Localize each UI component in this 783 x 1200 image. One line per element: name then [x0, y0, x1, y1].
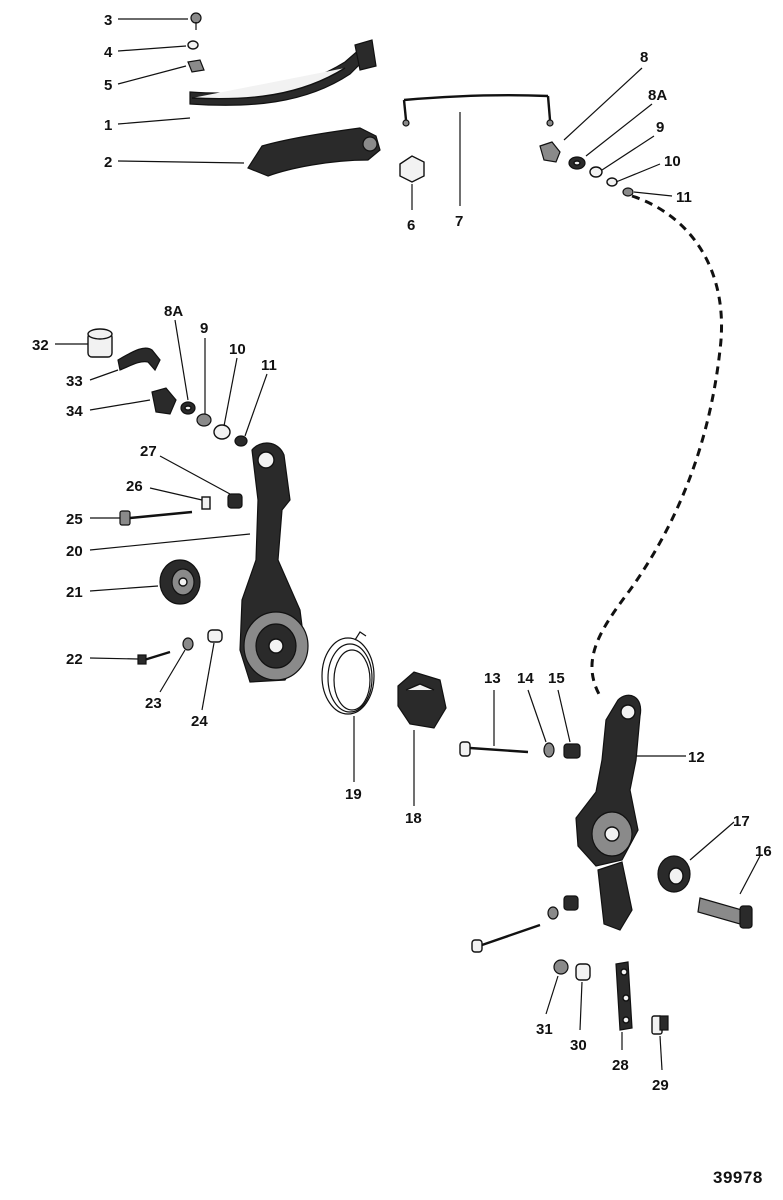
callout-labels: 3 4 5 1 2 6 7 8 8A 9 10 11 32 33 34 8A 9…: [32, 12, 772, 1094]
ball-joint-part: [539, 141, 561, 163]
spacer-part: [399, 155, 425, 183]
bolt-lower-part: [471, 923, 541, 953]
callout-21: 21: [66, 584, 83, 601]
callout-19: 19: [345, 786, 362, 803]
figure-number: 39978: [713, 1168, 763, 1187]
callout-16: 16: [755, 843, 772, 860]
callout-11-left: 11: [261, 357, 277, 374]
callout-24: 24: [191, 713, 208, 730]
callout-17: 17: [733, 813, 750, 830]
callout-11: 11: [676, 189, 692, 206]
callout-13: 13: [484, 670, 501, 687]
sleeve-24-part: [207, 629, 223, 643]
callout-31: 31: [536, 1021, 553, 1038]
callout-8: 8: [640, 49, 648, 66]
callout-10: 10: [664, 153, 681, 170]
washer-8a-left: [180, 401, 196, 415]
callout-23: 23: [145, 695, 162, 712]
callout-3: 3: [104, 12, 112, 29]
cap-32-part: [87, 328, 113, 358]
nut-14-part: [543, 742, 555, 758]
nut-10-part: [606, 177, 618, 187]
bushing-27-part: [227, 493, 243, 509]
nut-11-part: [622, 187, 634, 197]
washer-8a-part: [568, 156, 586, 170]
callout-2: 2: [104, 154, 112, 171]
lever-12-part: [575, 694, 642, 931]
nut-10-left: [213, 424, 231, 440]
lever-arm-20-part: [239, 442, 309, 683]
callout-25: 25: [66, 511, 83, 528]
callout-4: 4: [104, 44, 113, 61]
spring-19-part: [321, 631, 375, 715]
callout-30: 30: [570, 1037, 587, 1054]
washer-9-part: [589, 166, 603, 178]
hose-33-part: [117, 347, 161, 372]
callout-5: 5: [104, 77, 112, 94]
callout-33: 33: [66, 373, 83, 390]
callout-12: 12: [688, 749, 705, 766]
bushing-15-part: [563, 743, 581, 759]
link-28-part: [615, 961, 633, 1031]
callout-1: 1: [104, 117, 112, 134]
leader-lines: [55, 18, 761, 1071]
bolt-13-part: [459, 741, 529, 757]
washer-part: [187, 40, 199, 50]
clip-part: [187, 59, 205, 73]
callout-10-left: 10: [229, 341, 246, 358]
link-rod-part: [402, 94, 554, 127]
fitting-34-part: [151, 387, 177, 415]
screw-part: [190, 12, 202, 30]
callout-7: 7: [455, 213, 463, 230]
pin-29-part: [651, 1015, 669, 1035]
callout-15: 15: [548, 670, 565, 687]
hub-21-part: [159, 559, 201, 605]
callout-34: 34: [66, 403, 83, 420]
upper-lever-part: [189, 39, 377, 106]
bolt-25-part: [119, 510, 193, 526]
bushing-lower-part: [563, 895, 579, 911]
nut-31-part: [553, 959, 569, 975]
callout-9: 9: [656, 119, 664, 136]
callout-18: 18: [405, 810, 422, 827]
cam-18-part: [397, 671, 447, 729]
callout-14: 14: [517, 670, 534, 687]
nut-lower-part: [547, 906, 559, 920]
callout-28: 28: [612, 1057, 629, 1074]
callout-29: 29: [652, 1077, 669, 1094]
screw-16-part: [697, 897, 753, 929]
washer-9-left: [196, 413, 212, 427]
callout-8a: 8A: [648, 87, 667, 104]
callout-6: 6: [407, 217, 415, 234]
callout-26: 26: [126, 478, 143, 495]
callout-8a-left: 8A: [164, 303, 183, 320]
hub-17-part: [657, 855, 691, 893]
callout-9-left: 9: [200, 320, 208, 337]
callout-27: 27: [140, 443, 157, 460]
callout-22: 22: [66, 651, 83, 668]
screw-22-part: [137, 650, 171, 665]
lower-bracket-part: [247, 127, 381, 177]
nut-23-part: [182, 637, 194, 651]
nut-11-left: [234, 435, 248, 447]
callout-20: 20: [66, 543, 83, 560]
cable-path: [590, 194, 723, 697]
spacer-30-part: [575, 963, 591, 981]
screw-26-part: [201, 496, 211, 510]
callout-32: 32: [32, 337, 49, 354]
